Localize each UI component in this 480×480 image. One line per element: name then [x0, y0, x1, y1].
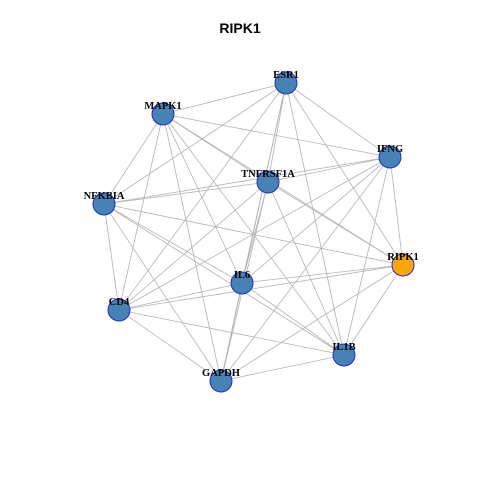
node-circle[interactable] [209, 369, 233, 393]
edge-esr1-cd4 [118, 82, 287, 311]
node-tnfrsf1a[interactable]: TNFRSF1A [241, 169, 295, 194]
node-label: CD4 [109, 297, 130, 308]
edge-tnfrsf1a-ripk1 [267, 181, 404, 266]
node-label: GAPDH [202, 368, 240, 379]
node-label: IFNG [377, 144, 403, 155]
node-circle[interactable] [107, 298, 131, 322]
edge-ripk1-il6 [241, 264, 404, 284]
edge-tnfrsf1a-cd4 [118, 181, 269, 311]
edge-ifng-ripk1 [389, 156, 404, 266]
node-nfkbia[interactable]: NFKBIA [84, 191, 125, 216]
node-label: IL1B [332, 342, 355, 353]
edge-il1b-gapdh [220, 354, 345, 382]
edge-tnfrsf1a-il1b [267, 181, 345, 356]
edge-nfkbia-gapdh [103, 203, 222, 382]
node-il1b[interactable]: IL1B [332, 342, 356, 367]
edge-ifng-nfkbia [103, 156, 391, 205]
edge-esr1-nfkbia [103, 82, 287, 205]
edge-ifng-il6 [241, 156, 391, 284]
node-cd4[interactable]: CD4 [107, 297, 131, 322]
node-label: MAPK1 [144, 101, 181, 112]
node-label: NFKBIA [84, 191, 125, 202]
edge-nfkbia-ripk1 [103, 203, 404, 266]
node-circle[interactable] [391, 253, 415, 277]
edge-mapk1-nfkbia [103, 113, 164, 205]
node-circle[interactable] [151, 102, 175, 126]
edges-layer [103, 82, 404, 382]
edge-cd4-il1b [118, 309, 345, 356]
node-ifng[interactable]: IFNG [377, 144, 403, 169]
node-il6[interactable]: IL6 [230, 270, 254, 295]
node-label: ESR1 [273, 70, 299, 81]
edge-il6-gapdh [220, 282, 243, 382]
node-label: RIPK1 [387, 252, 419, 263]
edge-esr1-ifng [285, 82, 391, 158]
node-circle[interactable] [230, 271, 254, 295]
node-esr1[interactable]: ESR1 [273, 70, 299, 95]
node-mapk1[interactable]: MAPK1 [144, 101, 182, 126]
edge-mapk1-cd4 [118, 113, 164, 311]
node-label: TNFRSF1A [241, 169, 295, 180]
edge-tnfrsf1a-nfkbia [103, 181, 269, 205]
edge-nfkbia-il1b [103, 203, 345, 356]
edge-ifng-tnfrsf1a [267, 156, 391, 183]
node-gapdh[interactable]: GAPDH [202, 368, 240, 393]
edge-il6-il1b [241, 282, 345, 356]
edge-mapk1-ripk1 [162, 113, 404, 266]
edge-esr1-il1b [285, 82, 345, 356]
edge-il6-cd4 [118, 282, 243, 311]
edge-cd4-gapdh [118, 309, 222, 382]
edge-nfkbia-cd4 [103, 203, 120, 311]
edge-ripk1-gapdh [220, 264, 404, 382]
node-ripk1[interactable]: RIPK1 [387, 252, 419, 277]
node-circle[interactable] [256, 170, 280, 194]
edge-ifng-il1b [343, 156, 391, 356]
edge-nfkbia-il6 [103, 203, 243, 284]
edge-esr1-tnfrsf1a [267, 82, 287, 183]
node-circle[interactable] [378, 145, 402, 169]
edge-ripk1-cd4 [118, 264, 404, 311]
edge-mapk1-il6 [162, 113, 243, 284]
node-circle[interactable] [332, 343, 356, 367]
edge-ripk1-il1b [343, 264, 404, 356]
node-circle[interactable] [274, 71, 298, 95]
edge-ifng-gapdh [220, 156, 391, 382]
network-title: RIPK1 [219, 20, 261, 36]
node-label: IL6 [234, 270, 250, 281]
node-circle[interactable] [92, 192, 116, 216]
edge-mapk1-ifng [162, 113, 391, 158]
edge-esr1-ripk1 [285, 82, 404, 266]
edge-esr1-mapk1 [162, 82, 287, 115]
